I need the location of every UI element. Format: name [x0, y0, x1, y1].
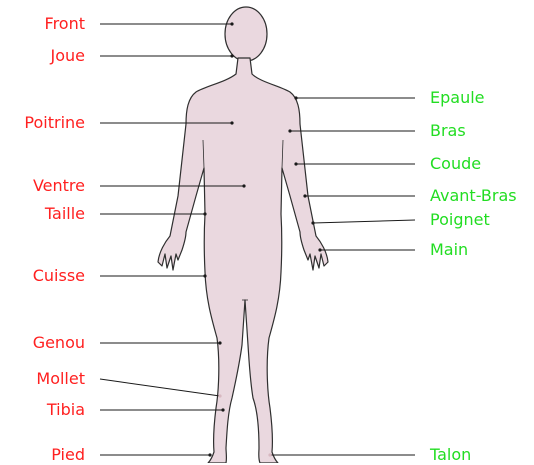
label-pied: Pied — [0, 445, 85, 465]
label-poitrine: Poitrine — [0, 113, 85, 133]
label-genou: Genou — [0, 333, 85, 353]
dot-coude — [294, 162, 297, 165]
label-poignet: Poignet — [430, 210, 490, 230]
leader-poignet — [313, 220, 415, 223]
label-mollet: Mollet — [0, 369, 85, 389]
leader-mollet — [100, 379, 220, 396]
label-epaule: Epaule — [430, 88, 485, 108]
label-main: Main — [430, 240, 468, 260]
dot-bras — [288, 129, 291, 132]
dot-tibia — [221, 408, 224, 411]
label-front: Front — [0, 14, 85, 34]
dot-ventre — [242, 184, 245, 187]
dot-pied — [208, 453, 211, 456]
dot-main — [318, 248, 321, 251]
dot-poignet — [311, 221, 314, 224]
label-avant-bras: Avant-Bras — [430, 186, 517, 206]
label-coude: Coude — [430, 154, 481, 174]
dot-talon — [268, 453, 271, 456]
label-taille: Taille — [0, 204, 85, 224]
label-bras: Bras — [430, 121, 466, 141]
dot-joue — [230, 54, 233, 57]
label-talon: Talon — [430, 445, 471, 465]
dot-genou — [218, 341, 221, 344]
dot-cuisse — [203, 274, 206, 277]
head — [225, 7, 267, 61]
dot-avant-bras — [303, 194, 306, 197]
body-silhouette — [158, 58, 328, 463]
dot-poitrine — [230, 121, 233, 124]
label-joue: Joue — [0, 46, 85, 66]
dot-front — [230, 22, 233, 25]
label-cuisse: Cuisse — [0, 266, 85, 286]
dot-epaule — [294, 96, 297, 99]
dot-taille — [203, 212, 206, 215]
label-tibia: Tibia — [0, 400, 85, 420]
label-ventre: Ventre — [0, 176, 85, 196]
dot-mollet — [218, 394, 221, 397]
